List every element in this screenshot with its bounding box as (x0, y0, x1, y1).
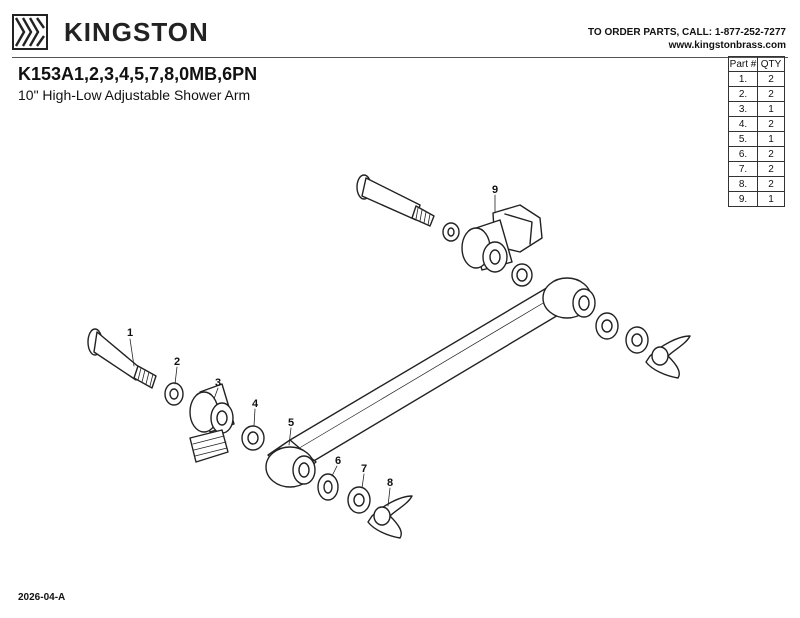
document-code: 2026-04-A (18, 592, 66, 603)
part-3-elbow (189, 383, 235, 463)
upper-bolt (356, 174, 435, 227)
part-9-washers (442, 222, 533, 287)
part-2-washer (164, 382, 184, 406)
upper-washers (595, 312, 649, 354)
header-divider (12, 57, 788, 58)
table-row: 1.2 (728, 71, 785, 87)
brand-logo: KINGSTON (12, 14, 209, 50)
callout-leaders (129, 194, 496, 507)
part-8-wing-nut (367, 495, 413, 539)
table-row: 5.1 (728, 131, 785, 147)
callout-9: 9 (492, 184, 498, 196)
callout-1: 1 (127, 327, 133, 339)
order-info: TO ORDER PARTS, CALL: 1-877-252-7277 www… (588, 26, 786, 52)
callout-2: 2 (174, 356, 180, 368)
callout-4: 4 (252, 398, 259, 410)
brand-name: KINGSTON (64, 16, 209, 47)
model-number: K153A1,2,3,4,5,7,8,0MB,6PN (18, 64, 258, 84)
part-6-washer (317, 473, 339, 501)
part-number-cell: 9. (728, 191, 758, 207)
callout-5: 5 (288, 417, 294, 429)
table-row: 6.2 (728, 146, 785, 162)
upper-wing-nut (645, 335, 691, 379)
arm-tube (289, 282, 576, 463)
table-row: 8.2 (728, 176, 785, 192)
qty-cell: 2 (757, 86, 785, 102)
part-9-elbow (461, 204, 543, 273)
callout-6: 6 (335, 455, 341, 467)
kingston-logo-icon (12, 14, 48, 50)
table-row: 3.1 (728, 101, 785, 117)
product-description: 10" High-Low Adjustable Shower Arm (18, 87, 251, 103)
callout-7: 7 (361, 463, 367, 475)
part-5-knuckle (265, 439, 317, 488)
qty-cell: 1 (757, 191, 785, 207)
table-row: 9.1 (728, 191, 785, 207)
parts-table: Part # QTY 1.2 2.2 3.1 4.2 5.1 6.2 7.2 8… (728, 56, 785, 207)
order-website[interactable]: www.kingstonbrass.com (668, 40, 786, 51)
order-phone: TO ORDER PARTS, CALL: 1-877-252-7277 (587, 27, 786, 38)
part-7-washer (347, 486, 371, 514)
part-4-washer (241, 425, 265, 451)
callout-8: 8 (387, 477, 393, 489)
part-1-bolt (87, 328, 157, 389)
callout-3: 3 (215, 377, 221, 389)
upper-arm-knuckle (542, 277, 596, 319)
